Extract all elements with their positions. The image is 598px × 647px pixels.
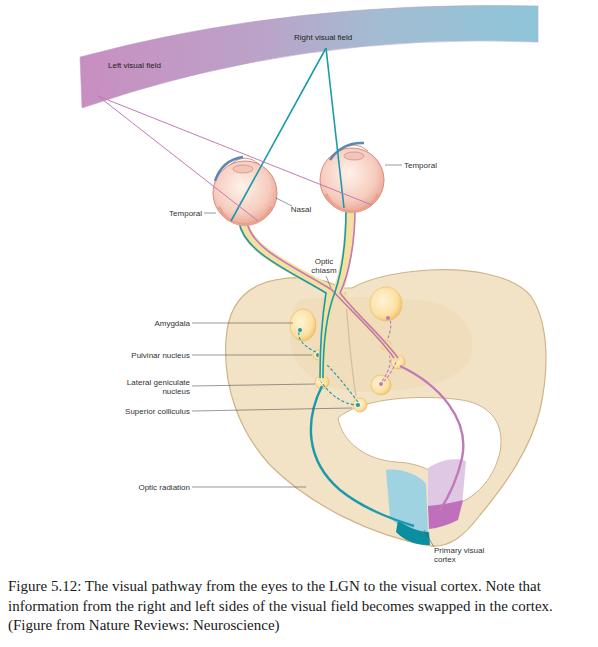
left-field-ray	[98, 96, 372, 205]
relay-dot	[386, 316, 390, 320]
left-superior-colliculus	[353, 398, 367, 412]
leader-line	[192, 323, 293, 324]
pink-fibre	[340, 209, 398, 358]
left-visual-cortex-core	[396, 520, 430, 545]
eye-side-label: Nasal	[286, 205, 316, 214]
right-amygdala	[370, 287, 402, 321]
relay-dot	[379, 382, 383, 386]
leader-line	[192, 487, 306, 488]
leader-line	[192, 355, 312, 356]
structure-label: Amygdala	[110, 319, 190, 328]
right-superior-colliculus	[371, 375, 391, 395]
left-field-ray	[98, 96, 258, 221]
band-shape	[72, 0, 542, 115]
field-label: Left visual field	[108, 61, 161, 70]
figure-caption: Figure 5.12: The visual pathway from the…	[8, 577, 592, 636]
left-amygdala	[290, 309, 316, 341]
eye-side-label: Temporal	[148, 209, 202, 218]
teal-fibre	[323, 209, 346, 378]
right-lens	[344, 152, 364, 160]
right-visual-cortex-core	[428, 500, 463, 529]
left-optic-radiation	[311, 386, 414, 526]
field-label: Right visual field	[294, 33, 352, 42]
left-eyelid	[215, 157, 243, 181]
right-field-ray	[326, 48, 344, 208]
left-lens	[233, 165, 253, 173]
structure-label: Lateral geniculate nucleus	[110, 378, 190, 396]
eye-side-label: Temporal	[404, 161, 454, 170]
leader-line	[192, 384, 315, 386]
leader-lines	[192, 165, 434, 547]
structure-label: Pulvinar nucleus	[100, 351, 190, 360]
leader-line	[424, 530, 434, 547]
structure-label: Optic radiation	[90, 483, 190, 492]
structure-label: Optic chiasm	[308, 257, 340, 275]
visual-field-band: Left visual field Right visual field	[72, 0, 542, 115]
brain-section	[226, 270, 546, 547]
leader-line	[326, 276, 331, 288]
teal-fibre	[239, 222, 326, 378]
right-optic-radiation	[400, 366, 463, 510]
leader-line	[385, 165, 402, 166]
relay-dot	[298, 328, 302, 332]
leader-line	[192, 408, 352, 411]
teal-dashed-route	[299, 330, 358, 405]
structure-label: Superior colliculus	[90, 407, 190, 416]
right-eyelid	[330, 143, 364, 160]
band-fill	[80, 5, 538, 108]
structure-label: Primary visual cortex	[434, 546, 500, 564]
right-field-ray	[231, 48, 326, 221]
left-retina	[219, 207, 271, 225]
pink-fibre	[247, 222, 394, 358]
right-eye	[320, 148, 384, 212]
leader-line	[204, 213, 216, 214]
relay-dot	[356, 403, 360, 407]
leader-line	[276, 198, 292, 206]
